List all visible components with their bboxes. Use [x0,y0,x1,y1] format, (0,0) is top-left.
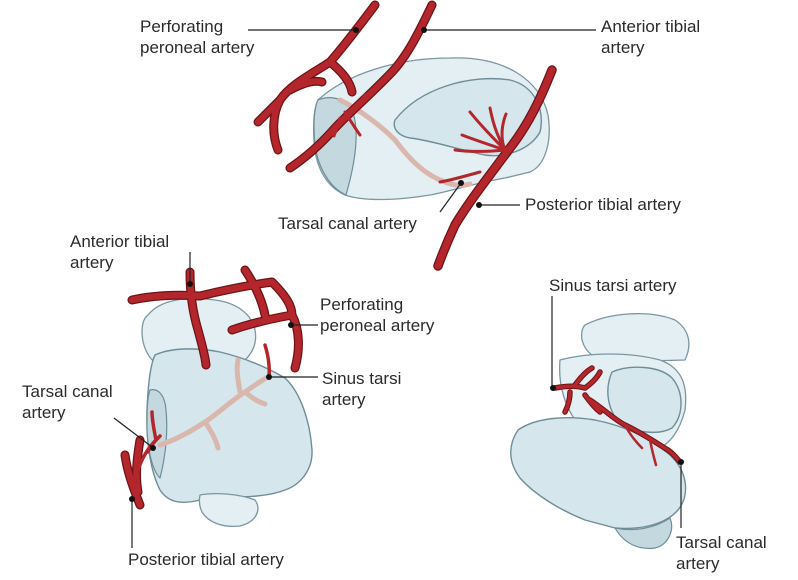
right-dot-sinus [550,385,556,391]
left-dot-posterior [129,496,135,502]
label-line: Posterior tibial artery [525,194,681,215]
left-dot-tarsal [150,445,156,451]
left-dot-anterior [187,281,193,287]
top-dot-posterior [476,202,482,208]
left-talus-group [114,252,318,548]
label-left-posterior-tibial-artery: Posterior tibial artery [128,549,284,570]
label-line: Posterior tibial artery [128,549,284,570]
label-right-tarsal-canal-artery: Tarsal canal artery [676,532,767,574]
left-talus-bottom [199,494,257,527]
label-top-posterior-tibial-artery: Posterior tibial artery [525,194,681,215]
left-dot-perforating [288,322,294,328]
label-right-sinus-tarsi-artery: Sinus tarsi artery [549,275,677,296]
label-line: Anterior tibial [601,16,700,37]
right-dot-tarsal [678,459,684,465]
label-line: Anterior tibial [70,231,169,252]
label-left-anterior-tibial-artery: Anterior tibial artery [70,231,169,273]
top-dot-perforating [353,27,359,33]
left-dot-sinus [266,374,272,380]
label-line: peroneal artery [140,37,254,58]
label-line: artery [601,37,700,58]
label-line: Sinus tarsi [322,368,401,389]
label-line: Perforating [320,294,434,315]
label-left-sinus-tarsi-artery: Sinus tarsi artery [322,368,401,410]
label-line: Tarsal canal [676,532,767,553]
top-dot-tarsal [458,180,464,186]
label-line: artery [22,402,113,423]
label-line: peroneal artery [320,315,434,336]
label-line: artery [70,252,169,273]
label-line: Perforating [140,16,254,37]
label-line: Tarsal canal artery [278,213,417,234]
label-line: artery [676,553,767,574]
label-left-perforating-peroneal-artery: Perforating peroneal artery [320,294,434,336]
label-line: Sinus tarsi artery [549,275,677,296]
label-top-perforating-peroneal-artery: Perforating peroneal artery [140,16,254,58]
label-top-tarsal-canal-artery: Tarsal canal artery [278,213,417,234]
label-line: artery [322,389,401,410]
right-talus-group [511,296,689,548]
label-top-anterior-tibial-artery: Anterior tibial artery [601,16,700,58]
label-left-tarsal-canal-artery: Tarsal canal artery [22,381,113,423]
top-dot-anterior [421,27,427,33]
left-talus-body [147,349,312,502]
label-line: Tarsal canal [22,381,113,402]
